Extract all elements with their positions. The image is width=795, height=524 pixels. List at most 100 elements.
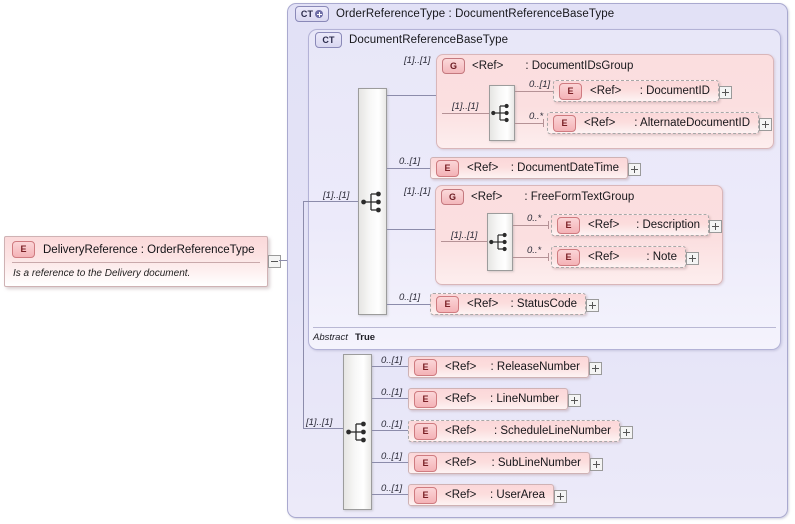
base-type-name: DocumentReferenceBaseType bbox=[349, 34, 509, 46]
element-box-documentdatetime[interactable]: E <Ref> : DocumentDateTime bbox=[430, 157, 628, 179]
complex-type-badge-icon: CT bbox=[295, 6, 329, 22]
root-element-delivery-reference[interactable]: E DeliveryReference : OrderReferenceType… bbox=[4, 236, 268, 287]
connector-base-to-group-documentids bbox=[387, 95, 436, 96]
base-type-badge-icon: CT bbox=[315, 32, 342, 48]
element-badge-icon: E bbox=[436, 159, 459, 177]
connector-to-statuscode bbox=[387, 304, 430, 305]
group-name-freeformtext: : FreeFormTextGroup bbox=[524, 191, 635, 203]
abstract-divider bbox=[313, 327, 776, 328]
connector-to-schedulelinenumber bbox=[372, 430, 408, 431]
cardinality-description: 0..* bbox=[527, 213, 542, 224]
element-box-schedulelinenumber[interactable]: E <Ref> : ScheduleLineNumber bbox=[408, 420, 620, 442]
element-ref-releasenumber: <Ref> bbox=[445, 361, 477, 373]
element-badge-icon: E bbox=[559, 82, 582, 100]
sequence-icon bbox=[345, 421, 366, 443]
expand-toggle-sublinenumber[interactable] bbox=[590, 458, 603, 471]
connector-root-to-type bbox=[279, 260, 288, 261]
element-name-documentid: : DocumentID bbox=[639, 85, 710, 97]
expand-toggle-documentdatetime[interactable] bbox=[628, 163, 641, 176]
element-box-sublinenumber[interactable]: E <Ref> : SubLineNumber bbox=[408, 452, 590, 474]
element-box-documentid[interactable]: E <Ref> : DocumentID bbox=[553, 80, 719, 102]
connector-into-freeformtext-sequence bbox=[441, 241, 487, 242]
cardinality-documentid: 0..[1] bbox=[529, 79, 551, 90]
connector-to-sublinenumber bbox=[372, 462, 408, 463]
element-ref-userarea: <Ref> bbox=[445, 489, 477, 501]
cardinality-statuscode: 0..[1] bbox=[399, 292, 421, 303]
element-badge-icon: E bbox=[414, 358, 437, 376]
element-ref-documentdatetime: <Ref> bbox=[467, 162, 499, 174]
group-ref-freeformtext: <Ref> bbox=[471, 191, 503, 203]
connector-trunk-vertical bbox=[303, 201, 304, 428]
expand-toggle-documentid[interactable] bbox=[719, 86, 732, 99]
base-type-title: CT DocumentReferenceBaseType bbox=[315, 32, 508, 48]
connector-to-releasenumber bbox=[372, 366, 408, 367]
root-element-header: E DeliveryReference : OrderReferenceType bbox=[5, 237, 267, 262]
element-ref-sublinenumber: <Ref> bbox=[445, 457, 477, 469]
cardinality-schedulelinenumber: 0..[1] bbox=[381, 419, 403, 430]
cardinality-documentids-inner: [1]..[1] bbox=[452, 101, 479, 112]
element-box-note[interactable]: E <Ref> : Note bbox=[551, 246, 686, 268]
element-badge-icon: E bbox=[414, 422, 437, 440]
expand-toggle-statuscode[interactable] bbox=[586, 299, 599, 312]
root-element-divider bbox=[12, 262, 260, 263]
sequence-compositor-extension[interactable] bbox=[343, 354, 372, 510]
element-ref-documentid: <Ref> bbox=[590, 85, 622, 97]
root-element-name: DeliveryReference : OrderReferenceType bbox=[43, 243, 255, 256]
element-name-statuscode: : StatusCode bbox=[510, 298, 577, 310]
element-name-sublinenumber: : SubLineNumber bbox=[491, 457, 582, 469]
expand-toggle-schedulelinenumber[interactable] bbox=[620, 426, 633, 439]
sequence-compositor-documentids[interactable] bbox=[489, 85, 515, 141]
cardinality-sublinenumber: 0..[1] bbox=[381, 451, 403, 462]
cardinality-linenumber: 0..[1] bbox=[381, 387, 403, 398]
element-name-description: : Description bbox=[636, 219, 700, 231]
group-badge-icon: G bbox=[442, 58, 465, 74]
element-name-userarea: : UserArea bbox=[490, 489, 545, 501]
expand-toggle-alternatedocumentid[interactable] bbox=[759, 118, 772, 131]
element-badge-icon: E bbox=[414, 454, 437, 472]
cardinality-releasenumber: 0..[1] bbox=[381, 355, 403, 366]
sequence-icon bbox=[360, 191, 381, 212]
expand-toggle-note[interactable] bbox=[686, 252, 699, 265]
element-name-alternatedocumentid: : AlternateDocumentID bbox=[634, 117, 750, 129]
expand-toggle-description[interactable] bbox=[709, 220, 722, 233]
element-box-statuscode[interactable]: E <Ref> : StatusCode bbox=[430, 293, 586, 315]
cardinality-extension-sequence: [1]..[1] bbox=[306, 417, 333, 428]
element-ref-statuscode: <Ref> bbox=[467, 298, 499, 310]
sequence-compositor-freeformtext[interactable] bbox=[487, 213, 513, 271]
element-box-description[interactable]: E <Ref> : Description bbox=[551, 214, 709, 236]
cardinality-freeformtext-group: [1]..[1] bbox=[404, 186, 431, 197]
abstract-label: Abstract bbox=[313, 332, 348, 343]
cardinality-documentids-group: [1]..[1] bbox=[404, 55, 431, 66]
element-box-alternatedocumentid[interactable]: E <Ref> : AlternateDocumentID bbox=[547, 112, 759, 134]
expand-toggle-linenumber[interactable] bbox=[568, 394, 581, 407]
element-ref-schedulelinenumber: <Ref> bbox=[445, 425, 477, 437]
connector-into-base-sequence bbox=[303, 201, 358, 202]
connector-to-alternatedocumentid bbox=[515, 123, 543, 124]
element-name-releasenumber: : ReleaseNumber bbox=[490, 361, 580, 373]
complex-type-name: OrderReferenceType : DocumentReferenceBa… bbox=[336, 8, 615, 20]
element-box-userarea[interactable]: E <Ref> : UserArea bbox=[408, 484, 554, 506]
expand-toggle-releasenumber[interactable] bbox=[589, 362, 602, 375]
element-box-linenumber[interactable]: E <Ref> : LineNumber bbox=[408, 388, 568, 410]
sequence-icon bbox=[491, 103, 509, 123]
group-name-documentids: : DocumentIDsGroup bbox=[525, 60, 634, 72]
complex-type-title: CT OrderReferenceType : DocumentReferenc… bbox=[295, 6, 614, 22]
group-title-freeformtext: G <Ref> : FreeFormTextGroup bbox=[441, 189, 634, 205]
plus-circle-icon bbox=[315, 10, 324, 18]
cardinality-base-sequence: [1]..[1] bbox=[323, 190, 350, 201]
element-name-schedulelinenumber: : ScheduleLineNumber bbox=[494, 425, 611, 437]
connector-to-note bbox=[513, 257, 548, 258]
element-badge-icon: E bbox=[553, 114, 576, 132]
element-name-documentdatetime: : DocumentDateTime bbox=[510, 162, 619, 174]
element-box-releasenumber[interactable]: E <Ref> : ReleaseNumber bbox=[408, 356, 589, 378]
sequence-compositor-base[interactable] bbox=[358, 88, 387, 315]
connector-into-extension-sequence bbox=[303, 428, 343, 429]
connector-to-documentid bbox=[515, 91, 553, 92]
cardinality-userarea: 0..[1] bbox=[381, 483, 403, 494]
cardinality-note: 0..* bbox=[527, 245, 542, 256]
element-badge-icon: E bbox=[12, 241, 35, 258]
expand-toggle-userarea[interactable] bbox=[554, 490, 567, 503]
group-title-documentids: G <Ref> : DocumentIDsGroup bbox=[442, 58, 633, 74]
collapse-toggle-root[interactable] bbox=[268, 255, 281, 268]
